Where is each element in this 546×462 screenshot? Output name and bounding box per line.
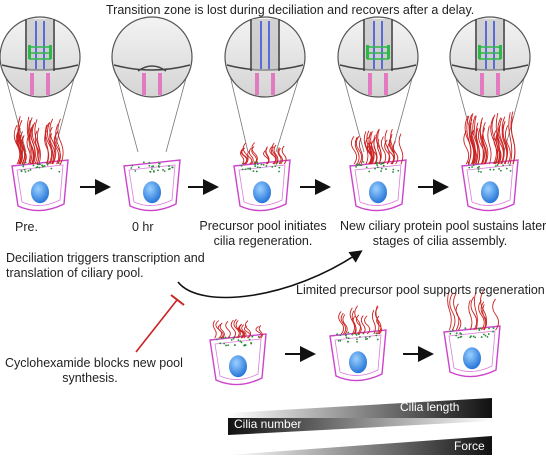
caption-cycloheximide: Cyclohexamide blocks new pool synthesis. <box>5 356 183 386</box>
cell-pre <box>11 116 69 212</box>
timepoint-pre: Pre. <box>15 220 38 234</box>
gradient-bars <box>228 398 492 455</box>
transition-zone <box>478 45 502 60</box>
cell-illustrations <box>11 111 519 386</box>
caption-line: translation of ciliary pool. <box>6 266 144 280</box>
zoom-circle <box>111 16 193 153</box>
nucleus <box>369 181 387 204</box>
force-bar <box>228 436 492 455</box>
cell-chx-1 <box>209 318 267 386</box>
zoom-circle <box>0 16 81 153</box>
caption-line: Deciliation triggers transcription and <box>6 251 205 265</box>
inhibitor-line <box>135 294 185 353</box>
caption-precursor-initiates: Precursor pool initiates cilia regenerat… <box>198 219 328 249</box>
transition-zone <box>28 45 52 60</box>
nucleus <box>349 351 367 374</box>
cell-new-pool <box>349 128 407 212</box>
zoom-circle <box>224 16 306 153</box>
transition-zone-zoom-circles <box>0 16 531 153</box>
cilia-number-bar <box>228 418 492 435</box>
nucleus <box>463 347 481 370</box>
label-cilia-length: Cilia length <box>400 400 460 414</box>
caption-line: synthesis. <box>62 371 118 385</box>
cell-0hr <box>123 159 181 212</box>
cell-chx-2 <box>329 305 387 382</box>
caption-line: New ciliary protein pool sustains later <box>340 219 546 233</box>
nucleus <box>143 181 161 204</box>
cell-precursor <box>233 142 291 212</box>
caption-limited-precursor: Limited precursor pool supports regenera… <box>296 283 545 297</box>
caption-line: Precursor pool initiates <box>199 219 327 233</box>
zoom-circle <box>337 16 419 153</box>
caption-line: stages of cilia assembly. <box>372 234 508 248</box>
figure-title: Transition zone is lost during deciliati… <box>106 3 475 17</box>
nucleus <box>31 181 49 204</box>
label-cilia-number: Cilia number <box>234 417 302 431</box>
transition-zone <box>366 45 390 60</box>
cilia-length-bar <box>228 398 492 418</box>
caption-new-pool-sustains: New ciliary protein pool sustains later … <box>340 219 546 249</box>
nucleus <box>253 181 271 204</box>
nucleus <box>229 355 247 378</box>
caption-line: Cyclohexamide blocks new pool <box>5 356 183 370</box>
label-force: Force <box>454 439 485 453</box>
progression-arrows <box>80 179 449 362</box>
nucleus <box>481 181 499 204</box>
cell-recovered <box>461 111 519 212</box>
caption-line: cilia regeneration. <box>213 234 313 248</box>
curved-arrow <box>177 250 363 299</box>
zoom-circle <box>449 16 531 153</box>
cell-chx-3 <box>443 290 501 378</box>
caption-deciliation-triggers: Deciliation triggers transcription and t… <box>6 251 205 281</box>
timepoint-0hr: 0 hr <box>132 220 154 234</box>
